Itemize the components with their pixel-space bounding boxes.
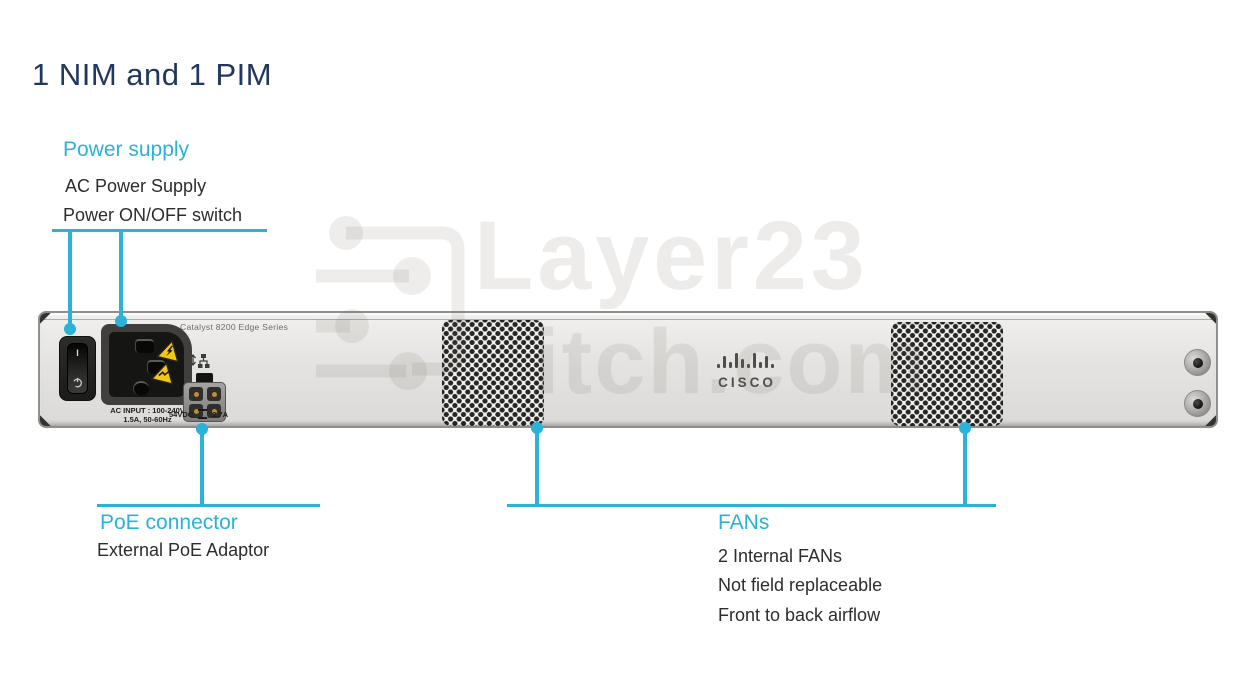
poe-connector-body xyxy=(183,382,226,422)
fans-line-3: Front to back airflow xyxy=(718,605,881,625)
page-title: 1 NIM and 1 PIM xyxy=(32,57,273,92)
ac-inlet-callout-line xyxy=(119,229,123,321)
chassis-lid-seam xyxy=(40,319,1216,320)
power-switch: I xyxy=(59,336,96,401)
fan-vent-left xyxy=(442,320,544,426)
poe-callout-hline xyxy=(97,504,320,507)
poe-heading: PoE connector xyxy=(100,511,238,534)
poe-pin-socket xyxy=(189,404,203,418)
fan-left-callout-line xyxy=(535,426,539,507)
power-supply-line-1: AC Power Supply xyxy=(65,176,207,196)
poe-connector xyxy=(183,373,226,422)
chassis-corner-cap xyxy=(40,414,52,426)
poe-pin-socket xyxy=(207,404,221,418)
router-rear-panel: I AC INPUT : 100-240V 1.5A, 50-60Hz Cata… xyxy=(38,311,1218,428)
ac-inlet-callout-dot xyxy=(115,315,127,327)
warning-triangle-icon xyxy=(156,340,179,363)
series-label: Catalyst 8200 Edge Series xyxy=(180,322,289,332)
ac-power-inlet xyxy=(101,324,192,405)
ac-input-rating-label: AC INPUT : 100-240V 1.5A, 50-60Hz xyxy=(110,406,185,424)
dc-symbol-icon xyxy=(198,409,208,419)
poe-line-1: External PoE Adaptor xyxy=(97,540,270,560)
chassis-corner-cap xyxy=(40,313,52,325)
cisco-wordmark: CISCO xyxy=(718,375,776,390)
poe-adaptor-icon xyxy=(190,353,210,368)
fan-right-callout-line xyxy=(963,426,967,507)
fans-line-1: 2 Internal FANs xyxy=(718,546,843,566)
watermark-text-1: Layer23 xyxy=(474,201,869,310)
chassis-corner-cap xyxy=(1204,414,1216,426)
power-switch-callout-line xyxy=(68,229,72,329)
fans-callout-hline xyxy=(507,504,996,507)
grounding-screw-icon xyxy=(1184,390,1211,417)
cisco-logo: CISCO xyxy=(682,349,812,390)
power-rocker: I xyxy=(67,343,88,394)
poe-rating-label: 54VDC 2.7A xyxy=(169,409,229,419)
power-supply-heading: Power supply xyxy=(63,138,190,161)
power-callout-hline xyxy=(52,229,267,232)
grounding-screw-icon xyxy=(1184,349,1211,376)
chassis-corner-cap xyxy=(1204,313,1216,325)
cisco-logo-bars-icon xyxy=(717,353,774,368)
poe-callout-line xyxy=(200,427,204,507)
fans-line-2: Not field replaceable xyxy=(718,575,883,595)
power-on-marking: I xyxy=(76,348,79,358)
fans-heading: FANs xyxy=(718,511,770,534)
ac-inlet-cavity xyxy=(109,332,184,397)
poe-pin-socket xyxy=(189,387,203,401)
power-supply-line-2: Power ON/OFF switch xyxy=(63,205,243,225)
ac-inlet-prong xyxy=(133,381,149,396)
poe-pin-socket xyxy=(207,387,221,401)
warning-hand-icon xyxy=(151,362,173,385)
power-symbol-icon xyxy=(73,377,82,388)
ac-inlet-prong xyxy=(135,339,154,353)
fan-vent-right xyxy=(891,322,1003,426)
electric-warning-icon xyxy=(150,337,184,386)
power-switch-callout-dot xyxy=(64,323,76,335)
